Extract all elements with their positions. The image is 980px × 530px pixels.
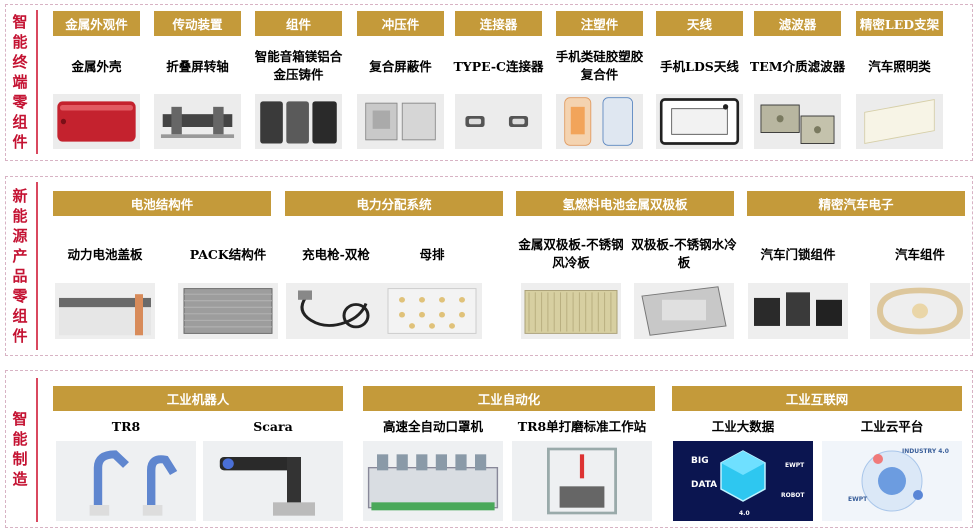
product-label: 复合屏蔽件 bbox=[369, 59, 432, 74]
product-image bbox=[634, 283, 734, 339]
product-image bbox=[521, 283, 621, 339]
category-header: 滤波器 bbox=[754, 11, 841, 36]
section-title-smart-terminal: 智能终端零组件 bbox=[7, 8, 33, 156]
product-label: 折叠屏转轴 bbox=[166, 59, 229, 74]
product-image bbox=[203, 441, 343, 521]
product-image bbox=[56, 441, 196, 521]
product-image bbox=[556, 94, 643, 149]
product-label: 高速全自动口罩机 bbox=[382, 419, 483, 434]
product-label: Scara bbox=[253, 419, 293, 434]
product-image bbox=[856, 94, 943, 149]
product-image bbox=[178, 283, 278, 339]
product-label: 双极板-不锈钢水冷板 bbox=[631, 237, 737, 270]
section-title-text: 新能源产品零组件 bbox=[12, 187, 28, 345]
image-text: EWPT bbox=[848, 496, 868, 503]
product-image bbox=[53, 94, 140, 149]
section-divider bbox=[36, 10, 38, 154]
category-header: 组件 bbox=[255, 11, 342, 36]
product-label: TEM介质滤波器 bbox=[749, 59, 846, 74]
section-title-new-energy: 新能源产品零组件 bbox=[7, 180, 33, 352]
category-header: 传动装置 bbox=[154, 11, 241, 36]
image-text: INDUSTRY 4.0 bbox=[902, 448, 949, 455]
section-smart-manufacturing bbox=[5, 370, 973, 528]
product-label: 母排 bbox=[419, 247, 445, 262]
product-label: TR8单打磨标准工作站 bbox=[517, 419, 647, 434]
product-label: 金属外壳 bbox=[71, 59, 122, 74]
section-divider bbox=[36, 182, 38, 350]
section-new-energy bbox=[5, 176, 973, 356]
section-title-smart-manufacturing: 智能制造 bbox=[7, 374, 33, 524]
category-header: 电力分配系统 bbox=[285, 191, 503, 216]
image-text: 4.0 bbox=[739, 510, 750, 517]
product-label: PACK结构件 bbox=[189, 247, 267, 262]
category-header: 天线 bbox=[656, 11, 743, 36]
product-label: 工业云平台 bbox=[860, 419, 924, 434]
product-image bbox=[656, 94, 743, 149]
image-text: BIG bbox=[691, 456, 709, 466]
product-label: 金属双极板-不锈钢风冷板 bbox=[518, 237, 624, 270]
product-image bbox=[382, 283, 482, 339]
category-header: 连接器 bbox=[455, 11, 542, 36]
product-image bbox=[748, 283, 848, 339]
product-label: 工业大数据 bbox=[711, 419, 775, 434]
section-title-text: 智能制造 bbox=[12, 410, 28, 488]
product-image bbox=[255, 94, 342, 149]
product-image bbox=[363, 441, 503, 521]
category-header: 精密汽车电子 bbox=[747, 191, 965, 216]
category-header: 注塑件 bbox=[556, 11, 643, 36]
product-label: 动力电池盖板 bbox=[67, 247, 143, 262]
product-image bbox=[870, 283, 970, 339]
product-image bbox=[455, 94, 542, 149]
product-image bbox=[154, 94, 241, 149]
image-text: ROBOT bbox=[781, 492, 805, 499]
image-text: DATA bbox=[691, 480, 717, 490]
product-label: 汽车照明类 bbox=[868, 59, 931, 74]
section-title-text: 智能终端零组件 bbox=[12, 13, 28, 151]
category-header: 工业机器人 bbox=[53, 386, 343, 411]
product-label: TR8 bbox=[111, 419, 141, 434]
section-divider bbox=[36, 378, 38, 522]
product-image bbox=[286, 283, 386, 339]
category-header: 工业互联网 bbox=[672, 386, 962, 411]
product-label: 手机LDS天线 bbox=[660, 59, 739, 74]
product-label: 汽车组件 bbox=[894, 247, 945, 262]
product-image bbox=[512, 441, 652, 521]
image-text: EWPT bbox=[785, 462, 805, 469]
category-header: 工业自动化 bbox=[363, 386, 655, 411]
product-image: BIG DATA 4.0 EWPT ROBOT bbox=[673, 441, 813, 521]
product-label: TYPE-C连接器 bbox=[453, 59, 544, 74]
product-label: 汽车门锁组件 bbox=[760, 247, 836, 262]
category-header: 金属外观件 bbox=[53, 11, 140, 36]
category-header: 氢燃料电池金属双极板 bbox=[516, 191, 734, 216]
category-header: 电池结构件 bbox=[53, 191, 271, 216]
product-image bbox=[754, 94, 841, 149]
category-header: 冲压件 bbox=[357, 11, 444, 36]
product-label: 充电枪-双枪 bbox=[302, 247, 370, 262]
section-smart-terminal bbox=[5, 4, 973, 161]
product-label: 手机类硅胶塑胶复合件 bbox=[555, 49, 644, 82]
product-image bbox=[55, 283, 155, 339]
product-label: 智能音箱镁铝合金压铸件 bbox=[254, 49, 343, 82]
category-header: 精密LED支架 bbox=[856, 11, 943, 36]
product-image bbox=[357, 94, 444, 149]
